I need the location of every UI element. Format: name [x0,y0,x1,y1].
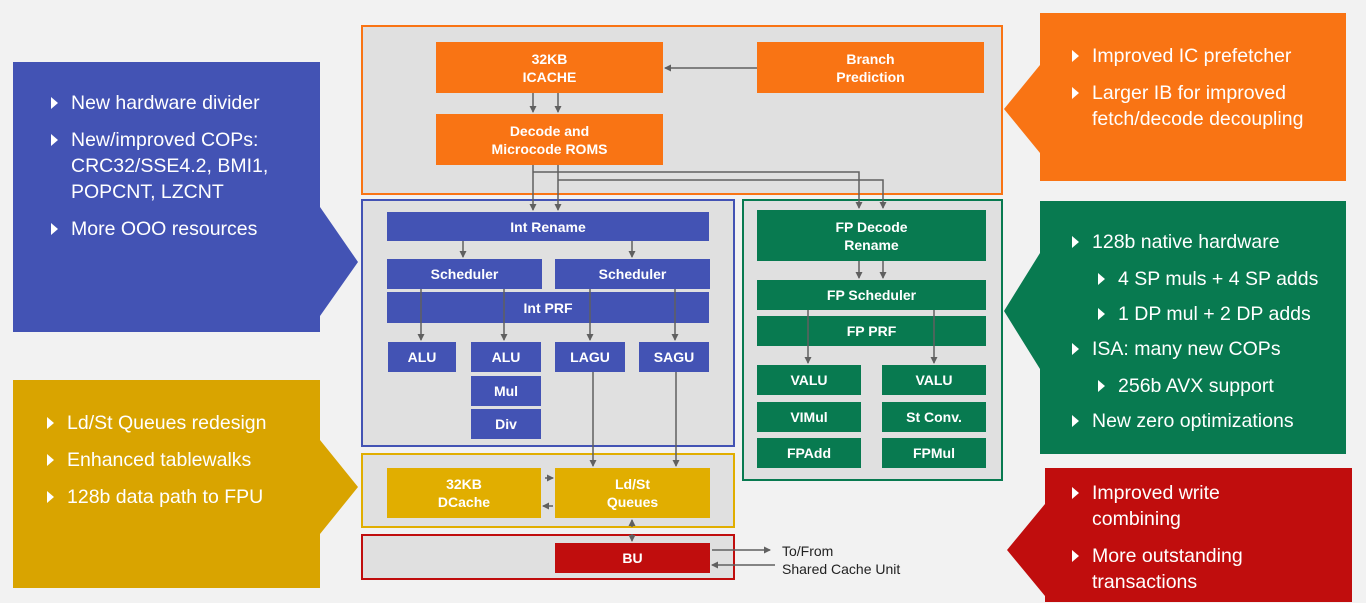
callout-bullet-text: 128b data path to FPU [67,486,264,508]
callout-bullet-item: New zero optimizations [1070,408,1346,434]
callout-bullet-text: Improved IC prefetcher [1092,45,1292,67]
callout-bullet-item: ISA: many new COPs [1070,336,1346,362]
bullet-icon [1098,380,1105,392]
int-prf-block: Int PRF [387,292,709,323]
alu-block-b: ALU [471,342,541,372]
bullet-icon [47,454,54,466]
callout-bullet-text: 1 DP mul + 2 DP adds [1118,303,1311,325]
fpu-callout-list: 128b native hardware 4 SP muls + 4 SP add… [1070,229,1346,445]
callout-bullet-text: 256b AVX support [1118,375,1274,397]
callout-bullet-text: 128b native hardware [1092,231,1280,253]
dcache-block: 32KB DCache [387,468,541,518]
shared-cache-unit-label: To/From Shared Cache Unit [782,543,901,577]
callout-bullet-text: Ld/St Queues redesign [67,412,267,434]
icache-block: 32KB ICACHE [436,42,663,93]
callout-bullet-item: More outstanding transactions [1070,543,1350,595]
callout-bullet-text: More outstanding transactions [1092,545,1243,593]
bullet-icon [51,97,58,109]
callout-bullet-item: New/improved COPs: CRC32/SSE4.2, BMI1, P… [49,127,319,205]
callout-bullet-text: More OOO resources [71,218,258,240]
callout-bullet-text: 4 SP muls + 4 SP adds [1118,268,1319,290]
fpu-callout: 128b native hardware 4 SP muls + 4 SP add… [1004,201,1346,454]
sagu-block: SAGU [639,342,709,372]
callout-bullet-text: Enhanced tablewalks [67,449,252,471]
callout-bullet-text: Larger IB for improved fetch/decode deco… [1092,82,1304,130]
div-block: Div [471,409,541,439]
callout-bullet-item: Enhanced tablewalks [45,447,320,473]
int-scheduler-block-a: Scheduler [387,259,542,289]
branch-prediction-block: Branch Prediction [757,42,984,93]
callout-bullet-item: 4 SP muls + 4 SP adds [1096,266,1346,292]
bullet-icon [1072,87,1079,99]
bullet-icon [47,417,54,429]
valu-block-b: VALU [882,365,986,395]
decode-block: Decode and Microcode ROMS [436,114,663,165]
bullet-icon [1098,308,1105,320]
callout-bullet-item: 1 DP mul + 2 DP adds [1096,301,1346,327]
callout-bullet-text: New zero optimizations [1092,410,1294,432]
callout-bullet-text: ISA: many new COPs [1092,338,1281,360]
bullet-icon [1072,236,1079,248]
callout-bullet-item: Larger IB for improved fetch/decode deco… [1070,80,1346,132]
bullet-icon [1072,415,1079,427]
callout-bullet-text: New hardware divider [71,92,260,114]
int-rename-block: Int Rename [387,212,709,241]
fp-decode-rename-block: FP Decode Rename [757,210,986,261]
bullet-icon [1072,343,1079,355]
callout-bullet-item: 128b native hardware [1070,229,1346,255]
ldst-queues-block: Ld/St Queues [555,468,710,518]
lagu-block: LAGU [555,342,625,372]
callout-bullet-item: 256b AVX support [1096,373,1346,399]
bullet-icon [1072,50,1079,62]
bullet-icon [1098,273,1105,285]
fpmul-block: FPMul [882,438,986,468]
bullet-icon [1072,487,1079,499]
bullet-icon [51,223,58,235]
bu-block: BU [555,543,710,573]
fp-scheduler-block: FP Scheduler [757,280,986,310]
int-scheduler-block-b: Scheduler [555,259,710,289]
callout-bullet-text: Improved write combining [1092,482,1220,530]
callout-bullet-item: 128b data path to FPU [45,484,320,510]
fp-prf-block: FP PRF [757,316,986,346]
fpadd-block: FPAdd [757,438,861,468]
arrow-icon [533,171,863,209]
mul-block: Mul [471,376,541,406]
arrow-icon [558,179,887,209]
st-conv-block: St Conv. [882,402,986,432]
vimul-block: VIMul [757,402,861,432]
callout-bullet-item: Ld/St Queues redesign [45,410,320,436]
bullet-icon [1072,550,1079,562]
valu-block-a: VALU [757,365,861,395]
callout-bullet-item: More OOO resources [49,216,319,242]
bullet-icon [47,491,54,503]
bullet-icon [51,134,58,146]
callout-bullet-item: New hardware divider [49,90,319,116]
callout-bullet-text: New/improved COPs: CRC32/SSE4.2, BMI1, P… [71,129,269,203]
alu-block-a: ALU [388,342,456,372]
callout-bullet-item: Improved IC prefetcher [1070,43,1346,69]
callout-bullet-item: Improved write combining [1070,480,1350,532]
